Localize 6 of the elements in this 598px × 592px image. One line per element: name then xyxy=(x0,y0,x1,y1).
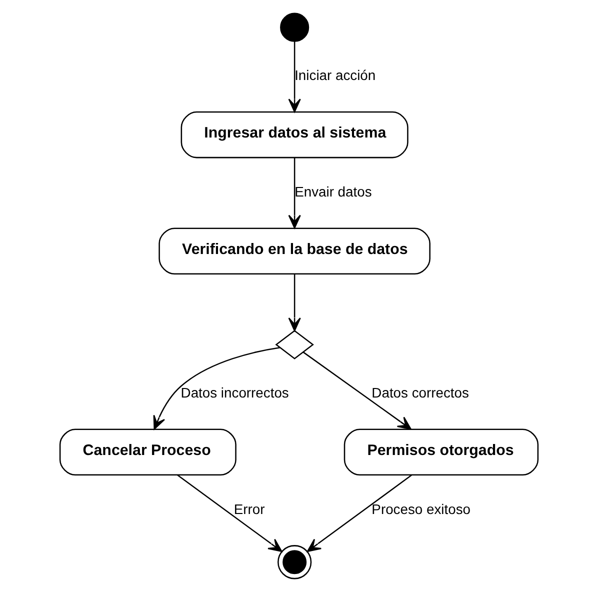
edge-label: Datos incorrectos xyxy=(180,384,289,401)
edge-label: Datos correctos xyxy=(372,384,469,401)
edge-label: Error xyxy=(234,500,265,517)
edge-label: Envair datos xyxy=(294,184,372,200)
edge-label: Iniciar acción xyxy=(294,67,376,84)
edge-label: Proceso exitoso xyxy=(372,500,471,517)
